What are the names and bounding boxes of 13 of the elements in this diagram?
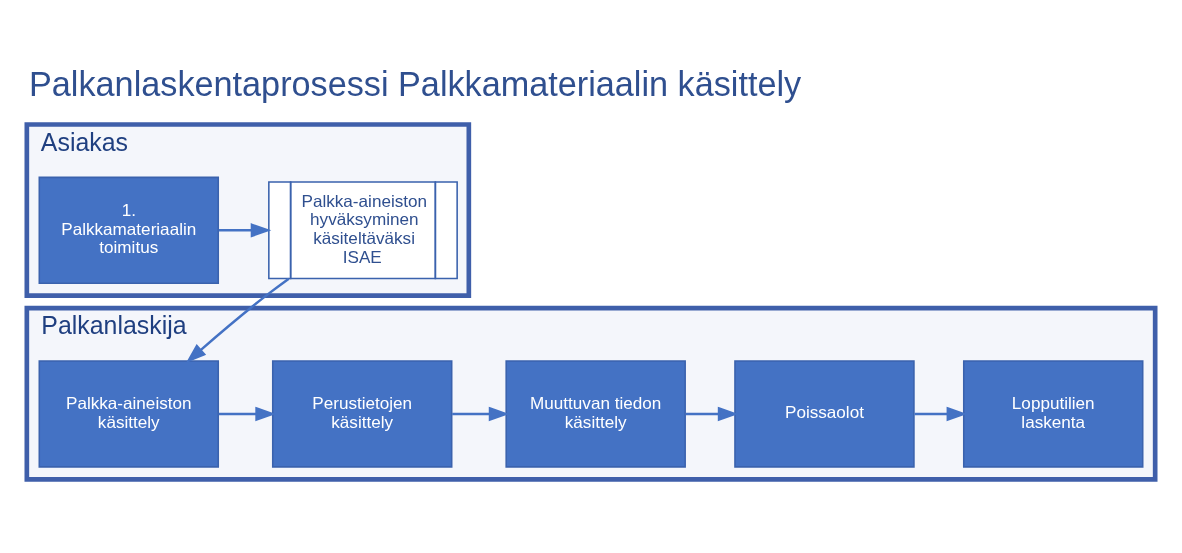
node-box: 1. Palkkamateriaalin toimitus: [38, 176, 220, 284]
node-box: Lopputilien laskenta: [962, 359, 1144, 468]
arrow: [685, 406, 739, 421]
node-box: Perustietojen käsittely: [271, 359, 453, 468]
diagram-title: Palkanlaskentaprosessi Palkkamateriaalin käsittely: [29, 64, 802, 103]
arrow: [218, 406, 276, 421]
node-box: Poissaolot: [734, 359, 915, 468]
arrow: [914, 406, 968, 421]
arrow: [185, 277, 290, 363]
node-box: Muuttuvan tiedon käsittely: [505, 359, 686, 468]
arrow: [218, 222, 272, 237]
node-box: Palkka-aineiston käsittely: [38, 359, 220, 468]
arrow: [452, 406, 510, 421]
